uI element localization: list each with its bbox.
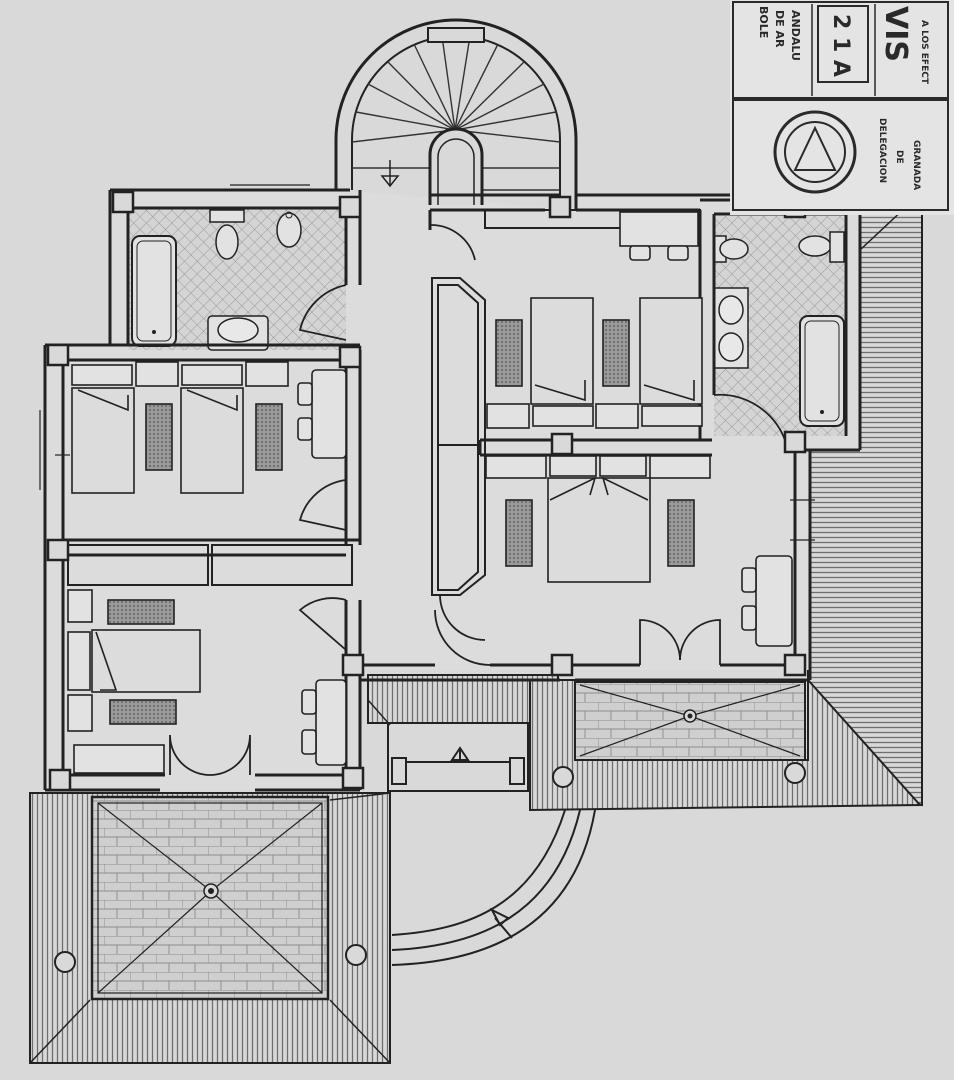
wardrobes	[67, 209, 701, 596]
stamp-visa: VIS	[878, 6, 913, 62]
stamp-college-2: DE	[894, 150, 904, 164]
college-seal	[773, 110, 857, 194]
circle-dot-icon	[203, 883, 219, 899]
stamp-visa-sub: A LOS EFECT	[919, 20, 929, 85]
toilet	[209, 209, 245, 260]
approval-stamp: BOLE DE AR ANDALU 2 1 A VIS A LOS EFECT …	[730, 0, 954, 215]
circle-icon	[784, 762, 806, 784]
columns	[54, 762, 806, 973]
washbasin	[207, 315, 269, 351]
bidet	[798, 231, 845, 263]
stamp-line-2: DE AR	[773, 10, 786, 48]
spiral-staircase	[334, 18, 578, 210]
doors	[169, 224, 786, 776]
stamp-date: 2 1 A	[828, 14, 853, 77]
toilet	[713, 235, 749, 263]
right-porch	[574, 681, 806, 761]
stamp-line-1: BOLE	[757, 6, 770, 38]
bedroom-right-lower	[485, 455, 793, 647]
curved-path	[391, 809, 596, 966]
bidet	[276, 211, 302, 248]
circle-dot-icon	[683, 709, 697, 723]
stamp-college-1: DELEGACION	[877, 118, 887, 183]
window-marks	[39, 184, 815, 541]
bathtub	[131, 235, 177, 347]
arrow-down-icon	[380, 160, 400, 188]
arrow-up-icon	[450, 746, 470, 762]
bathroom-top-right	[713, 216, 845, 436]
bedroom-left-lower	[67, 589, 347, 774]
bottom-left-porch	[90, 795, 330, 1001]
circle-icon	[552, 766, 574, 788]
bedroom-left-upper	[71, 361, 347, 494]
circle-icon	[345, 944, 367, 966]
stamp-line-3: ANDALU	[789, 10, 802, 61]
circle-icon	[54, 951, 76, 973]
entrance-steps	[387, 722, 529, 792]
stamp-college-3: GRANADA	[911, 140, 921, 190]
arrow-up-right-icon	[489, 907, 513, 939]
bathroom-top-left	[128, 208, 346, 351]
bedroom-right-upper	[486, 211, 703, 429]
bathtub	[799, 315, 845, 427]
double-washbasin	[713, 287, 749, 369]
